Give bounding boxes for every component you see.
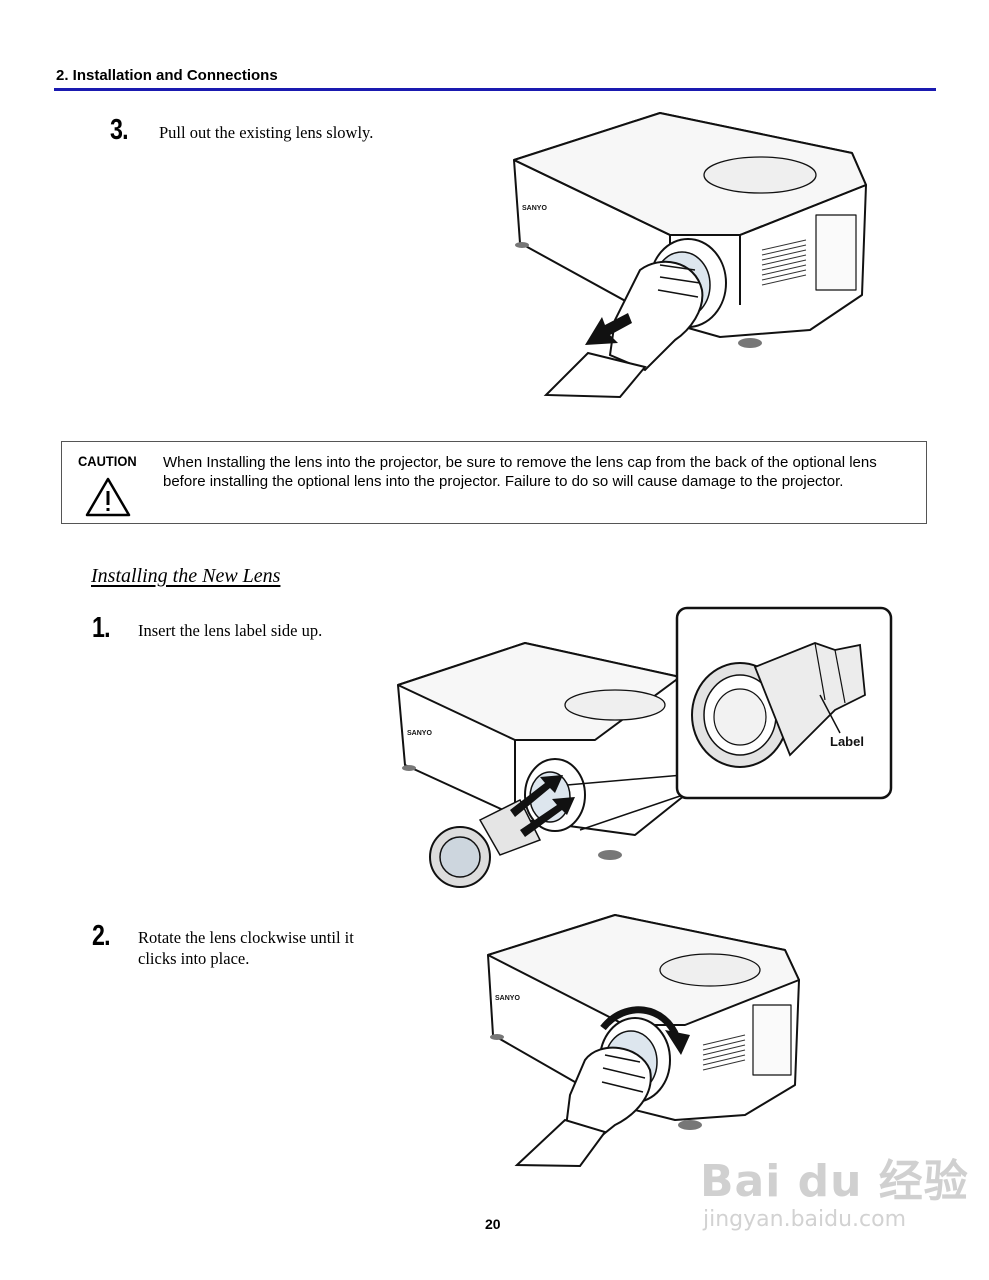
projector-rotate-lens-illustration: SANYO (487, 914, 800, 1168)
header-title: 2. Installation and Connections (56, 67, 278, 84)
baidu-watermark: Bai du 经验 jingyan.baidu.com (700, 1145, 969, 1232)
warning-triangle-icon (85, 477, 131, 517)
step-text: Insert the lens label side up. (138, 621, 323, 640)
step-text: Rotate the lens clockwise until it click… (138, 927, 354, 969)
brand-logo: SANYO (407, 730, 432, 737)
watermark-logo: Bai du 经验 (700, 1156, 969, 1207)
caution-label: CAUTION (78, 453, 137, 469)
lens-label-callout: Label (830, 734, 864, 749)
watermark-url: jingyan.baidu.com (703, 1207, 907, 1232)
brand-logo: SANYO (522, 205, 547, 212)
caution-text: When Installing the lens into the projec… (163, 454, 877, 490)
header-rule (54, 88, 936, 91)
step-number: 3. (110, 114, 129, 146)
projector-insert-lens-illustration: SANYO Label (397, 606, 893, 888)
page-number: 20 (485, 1216, 501, 1232)
caution-box: CAUTION When Installing the lens into th… (61, 441, 927, 524)
page-header: 2. Installation and Connections (54, 66, 936, 94)
step-text-line: Rotate the lens clockwise until it (138, 928, 354, 947)
step-number: 2. (92, 920, 111, 952)
step-number: 1. (92, 612, 111, 644)
projector-remove-lens-illustration: SANYO (513, 112, 867, 399)
section-title: Installing the New Lens (91, 565, 281, 587)
step-text-line: clicks into place. (138, 949, 250, 968)
brand-logo: SANYO (495, 995, 520, 1002)
step-text: Pull out the existing lens slowly. (159, 123, 374, 142)
